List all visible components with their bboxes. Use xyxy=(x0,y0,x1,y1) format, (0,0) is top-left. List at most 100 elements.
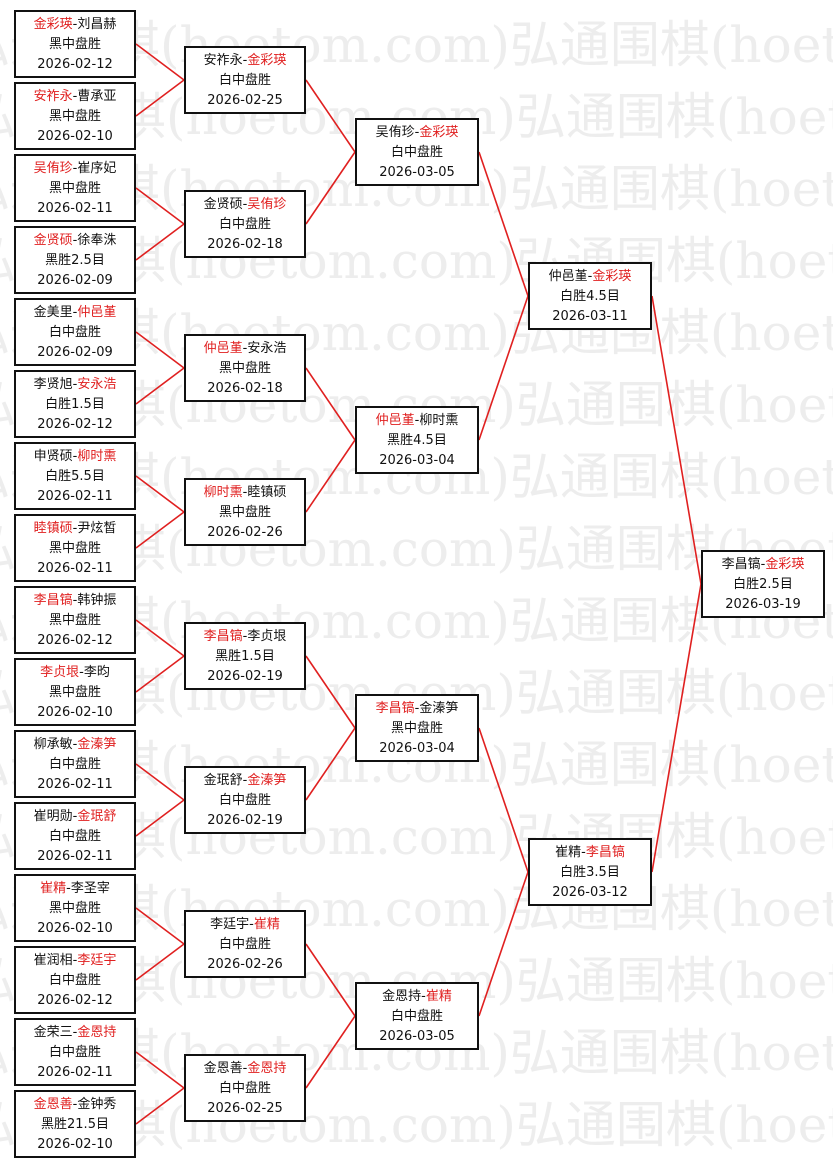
player-white: 李廷宇 xyxy=(77,953,117,968)
player-white: 崔精 xyxy=(253,917,280,932)
separator: - xyxy=(72,953,78,968)
separator: - xyxy=(72,1025,78,1040)
player-black: 申贤硕 xyxy=(33,449,73,464)
match-date: 2026-02-12 xyxy=(37,417,113,432)
match-result: 黑中盘胜 xyxy=(48,613,101,628)
separator: - xyxy=(72,593,78,608)
match-date: 2026-02-18 xyxy=(207,237,283,252)
player-black: 李廷宇 xyxy=(210,917,250,932)
player-black: 金贤硕 xyxy=(33,233,73,248)
connector-line xyxy=(305,727,356,801)
match-date: 2026-02-11 xyxy=(37,777,113,792)
player-black: 李昌镐 xyxy=(203,629,243,644)
players: 李昌镐-韩钟振 xyxy=(16,591,134,611)
match-date: 2026-02-19 xyxy=(207,669,283,684)
player-black: 金恩持 xyxy=(382,989,422,1004)
player-black: 李昌镐 xyxy=(375,701,415,716)
match-result: 白中盘胜 xyxy=(390,145,443,160)
player-white: 韩钟振 xyxy=(77,593,117,608)
separator: - xyxy=(242,197,248,212)
players: 金恩持-崔精 xyxy=(357,987,477,1007)
separator: - xyxy=(421,989,426,1004)
player-white: 金溱笋 xyxy=(77,737,117,752)
match-result: 黑中盘胜 xyxy=(390,721,443,736)
separator: - xyxy=(760,557,766,572)
match-date: 2026-02-18 xyxy=(207,381,283,396)
player-black: 睦镇硕 xyxy=(33,521,73,536)
players: 金珉舒-金溱笋 xyxy=(186,771,304,791)
connector-line xyxy=(305,943,356,1017)
connector-line xyxy=(135,655,185,693)
player-white: 李昀 xyxy=(83,665,110,680)
players: 仲邑堇-安永浩 xyxy=(186,339,304,359)
players: 吴侑珍-崔序妃 xyxy=(16,159,134,179)
separator: - xyxy=(72,89,78,104)
match-date: 2026-03-05 xyxy=(379,1029,455,1044)
player-black: 仲邑堇 xyxy=(375,413,415,428)
players: 金美里-仲邑堇 xyxy=(16,303,134,323)
players: 吴侑珍-金彩瑛 xyxy=(357,123,477,143)
match-date: 2026-02-09 xyxy=(37,273,113,288)
player-black: 李昌镐 xyxy=(33,593,73,608)
match-result: 白中盘胜 xyxy=(48,829,101,844)
player-black: 李贞垠 xyxy=(40,665,80,680)
player-white: 安永浩 xyxy=(247,341,287,356)
match-result: 白中盘胜 xyxy=(218,1081,271,1096)
match-result: 白中盘胜 xyxy=(218,217,271,232)
player-black: 金彩瑛 xyxy=(33,17,73,32)
player-white: 金彩瑛 xyxy=(592,269,632,284)
match-date: 2026-02-10 xyxy=(37,921,113,936)
player-black: 金荣三 xyxy=(33,1025,73,1040)
player-white: 金彩瑛 xyxy=(765,557,805,572)
connector-line xyxy=(135,331,185,369)
match-date: 2026-02-10 xyxy=(37,129,113,144)
connector-line xyxy=(135,511,185,549)
player-white: 金溱笋 xyxy=(419,701,459,716)
separator: - xyxy=(242,773,248,788)
match-result: 白中盘胜 xyxy=(48,973,101,988)
separator: - xyxy=(242,485,248,500)
player-white: 崔精 xyxy=(425,989,452,1004)
connector-line xyxy=(135,367,185,405)
connector-line xyxy=(305,439,356,513)
separator: - xyxy=(242,341,248,356)
match-result: 白中盘胜 xyxy=(48,757,101,772)
players: 崔精-李圣宰 xyxy=(16,879,134,899)
player-white: 安永浩 xyxy=(77,377,117,392)
match-date: 2026-02-19 xyxy=(207,813,283,828)
match-result: 黑胜1.5目 xyxy=(215,649,275,664)
players: 金贤硕-徐奉洙 xyxy=(16,231,134,251)
separator: - xyxy=(72,377,78,392)
